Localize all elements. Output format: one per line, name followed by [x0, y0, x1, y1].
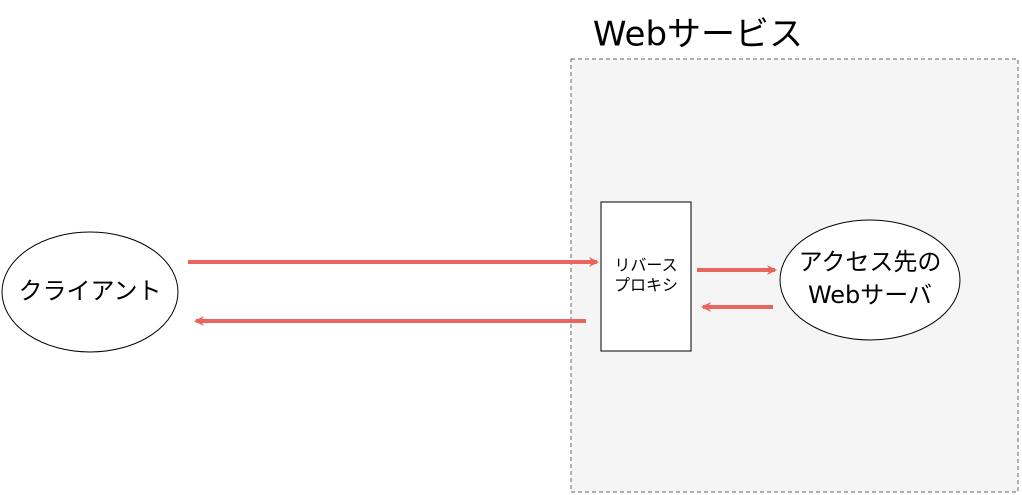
- client-node: [1, 231, 179, 353]
- proxy-label-line2: プロキシ: [614, 276, 678, 295]
- proxy-label-line1: リバース: [614, 256, 677, 275]
- reverse-proxy-node: [600, 201, 692, 352]
- client-label: クライアント: [18, 277, 161, 305]
- web-server-node: [779, 219, 961, 341]
- server-label-line2: Webサーバ: [808, 281, 932, 309]
- group-title: Webサービス: [593, 15, 803, 55]
- server-label-line1: アクセス先の: [799, 248, 942, 276]
